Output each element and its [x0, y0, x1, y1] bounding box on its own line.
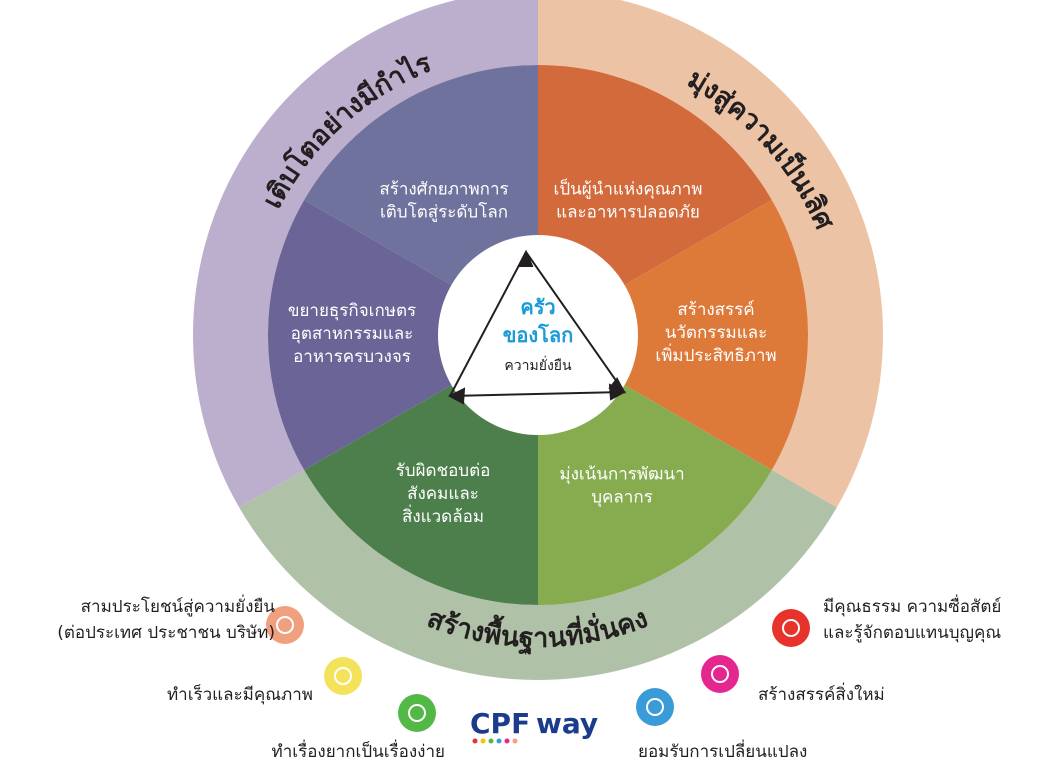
core-value-1: สามประโยชน์สู่ความยั่งยืน (ต่อประเทศ ประช… [57, 594, 304, 644]
core-value-2-label: ทำเร็วและมีคุณภาพ [167, 683, 313, 705]
wave-icon-glyph [646, 698, 664, 716]
outer-ring-left [193, 0, 538, 508]
segment-6-label: อุตสาหกรรมและ [291, 324, 414, 344]
segment-2-label: เป็นผู้นำแห่งคุณภาพ [554, 178, 703, 200]
segment-4-label: มุ่งเน้นการพัฒนา [559, 465, 684, 485]
core-value-3-label: ทำเรื่องยากเป็นเรื่องง่าย [272, 739, 446, 762]
segment-5-label: รับผิดชอบต่อ [396, 461, 491, 481]
lightbulb-icon [701, 655, 739, 693]
segment-3 [538, 200, 808, 470]
segment-5-label: สิ่งแวดล้อม [402, 504, 484, 527]
quality-badge-icon-glyph [334, 667, 352, 685]
core-value-1-label: สามประโยชน์สู่ความยั่งยืน [81, 594, 276, 617]
segment-6-label: อาหารครบวงจร [293, 347, 411, 367]
core-value-3: ทำเรื่องยากเป็นเรื่องง่าย [272, 694, 446, 762]
logo-way-text: way [536, 707, 598, 740]
segment-1-label: สร้างศักยภาพการ [379, 180, 508, 200]
center-circle [438, 235, 638, 435]
lightbulb-icon-glyph [711, 665, 729, 683]
lotus-icon-glyph [276, 616, 294, 634]
segment-3-label: สร้างสรรค์ [677, 300, 754, 320]
core-value-4-label: ยอมรับการเปลี่ยนแปลง [638, 739, 807, 762]
logo-dots [472, 738, 518, 744]
outer-ring-bottom [239, 470, 837, 680]
wave-icon [636, 688, 674, 726]
core-value-6-label: มีคุณธรรม ความซื่อสัตย์ [823, 594, 1001, 617]
segment-1-label: เติบโตสู่ระดับโลก [380, 202, 508, 223]
core-value-1-label: (ต่อประเทศ ประชาชน บริษัท) [57, 623, 275, 643]
puzzle-icon [398, 694, 436, 732]
puzzle-icon-glyph [408, 704, 426, 722]
segment-6-label: ขยายธุรกิจเกษตร [288, 301, 416, 321]
segment-6 [268, 200, 538, 470]
center-triangle [447, 249, 627, 405]
segment-3-label: เพิ่มประสิทธิภาพ [655, 343, 776, 366]
core-value-6-label: และรู้จักตอบแทนบุญคุณ [823, 623, 1001, 643]
core-value-4: ยอมรับการเปลี่ยนแปลง [636, 688, 807, 762]
lotus-icon [266, 606, 304, 644]
segment-5-label: สังคมและ [407, 484, 479, 504]
logo-cpf-text: CPF [470, 707, 530, 740]
core-value-5: สร้างสรรค์สิ่งใหม่ [701, 655, 885, 705]
cpf-way-logo: CPF way [470, 707, 598, 744]
segment-4-label: บุคลากร [591, 488, 653, 508]
center-title-line2: ของโลก [503, 323, 574, 347]
center-subtitle: ความยั่งยืน [504, 356, 572, 374]
center-title-line1: ครัว [520, 295, 555, 319]
core-value-5-label: สร้างสรรค์สิ่งใหม่ [758, 682, 885, 705]
core-value-6: มีคุณธรรม ความซื่อสัตย์และรู้จักตอบแทนบุ… [772, 594, 1001, 647]
segment-2-label: และอาหารปลอดภัย [556, 203, 700, 223]
core-value-2: ทำเร็วและมีคุณภาพ [167, 657, 362, 705]
quality-badge-icon [324, 657, 362, 695]
outer-ring-right [538, 0, 883, 508]
segment-3-label: นวัตกรรมและ [665, 323, 767, 343]
scale-icon [772, 609, 810, 647]
scale-icon-glyph [782, 619, 800, 637]
